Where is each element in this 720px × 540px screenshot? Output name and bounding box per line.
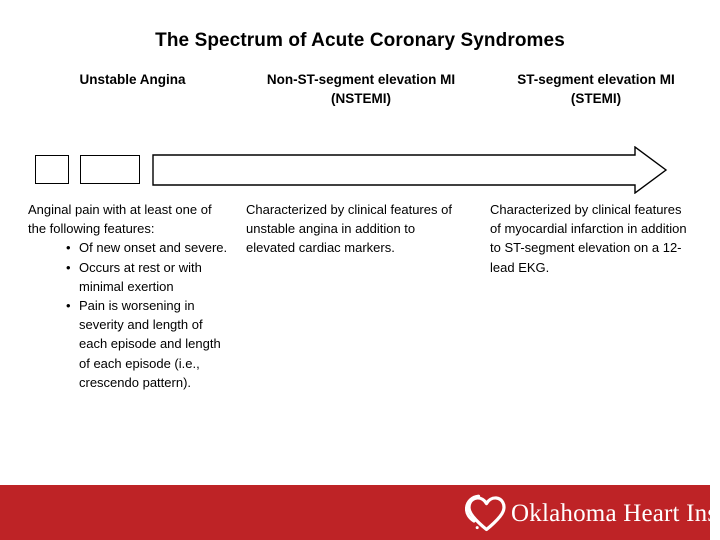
bullet-dot-icon: • bbox=[66, 298, 71, 314]
list-item: • Pain is worsening in severity and leng… bbox=[66, 296, 233, 392]
list-item: • Of new onset and severe. bbox=[66, 238, 233, 257]
bullet-dot-icon: • bbox=[66, 259, 71, 275]
list-item-label: Pain is worsening in severity and length… bbox=[79, 298, 221, 390]
bullet-dot-icon: • bbox=[66, 240, 71, 256]
column-intro-text: Characterized by clinical features of un… bbox=[246, 202, 452, 256]
column-body-nstemi: Characterized by clinical features of un… bbox=[246, 200, 461, 258]
heart-logo-icon bbox=[465, 494, 506, 532]
column-intro-text: Characterized by clinical features of my… bbox=[490, 202, 687, 275]
small-box-left-shape bbox=[35, 155, 69, 184]
column-header-nstemi: Non-ST-segment elevation MI (NSTEMI) bbox=[245, 70, 477, 108]
column-header-sublabel: (NSTEMI) bbox=[331, 91, 391, 106]
column-header-label: ST-segment elevation MI bbox=[517, 72, 675, 87]
column-header-unstable-angina: Unstable Angina bbox=[20, 70, 245, 89]
list-item-label: Of new onset and severe. bbox=[79, 240, 228, 256]
column-header-stemi: ST-segment elevation MI (STEMI) bbox=[482, 70, 710, 108]
column-header-label: Unstable Angina bbox=[79, 72, 186, 87]
long-block-arrow-icon bbox=[152, 146, 668, 194]
column-body-stemi: Characterized by clinical features of my… bbox=[490, 200, 695, 277]
small-box-middle-shape bbox=[80, 155, 140, 184]
bullet-list: • Of new onset and severe. • Occurs at r… bbox=[28, 238, 233, 392]
column-body-unstable-angina: Anginal pain with at least one of the fo… bbox=[28, 200, 233, 392]
page-title: The Spectrum of Acute Coronary Syndromes bbox=[155, 30, 565, 51]
spectrum-diagram bbox=[0, 140, 720, 196]
column-header-label: Non-ST-segment elevation MI bbox=[266, 72, 456, 87]
brand-logo: Oklahoma Heart Institute bbox=[465, 493, 720, 533]
list-item-label: Occurs at rest or with minimal exertion bbox=[79, 259, 202, 294]
footer-band bbox=[0, 485, 710, 540]
brand-logo-text: Oklahoma Heart Institute bbox=[511, 499, 720, 527]
column-header-sublabel: (STEMI) bbox=[570, 91, 622, 106]
list-item: • Occurs at rest or with minimal exertio… bbox=[66, 258, 233, 296]
column-intro-text: Anginal pain with at least one of the fo… bbox=[28, 202, 212, 237]
